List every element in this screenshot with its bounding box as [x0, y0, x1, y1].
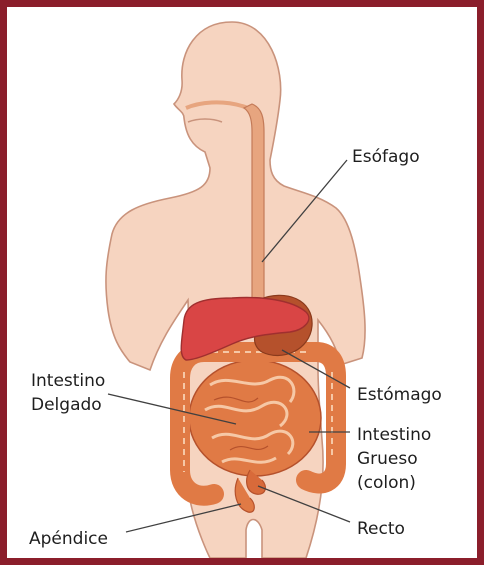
label-intestino-grueso-line3: (colon): [357, 471, 431, 495]
label-intestino-grueso-line2: Grueso: [357, 447, 431, 471]
label-apendice: Apéndice: [29, 527, 108, 551]
label-intestino-grueso: Intestino Grueso (colon): [357, 423, 431, 495]
label-intestino-grueso-line1: Intestino: [357, 423, 431, 447]
label-intestino-delgado-line2: Delgado: [31, 393, 105, 417]
label-intestino-delgado-line1: Intestino: [31, 369, 105, 393]
label-recto: Recto: [357, 517, 405, 541]
label-intestino-delgado: Intestino Delgado: [31, 369, 105, 417]
label-estomago: Estómago: [357, 383, 442, 407]
label-esofago: Esófago: [352, 145, 420, 169]
